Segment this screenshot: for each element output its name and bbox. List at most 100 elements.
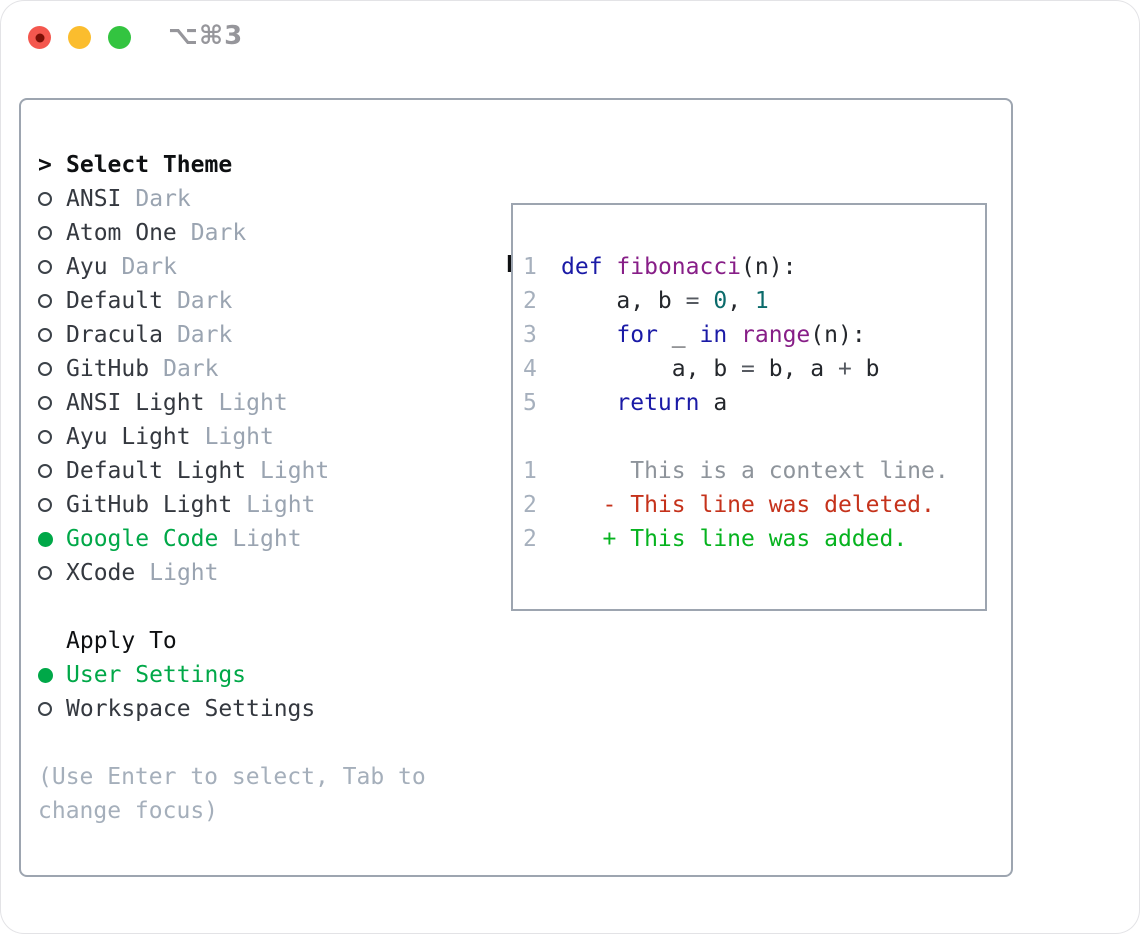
- diff-line-deleted: 2 - This line was deleted.: [523, 488, 985, 522]
- radio-icon: [38, 566, 66, 580]
- radio-unselected-icon: [38, 260, 52, 274]
- theme-item-label: Default Light: [66, 458, 247, 484]
- diff-line-added: 2 + This line was added.: [523, 522, 985, 556]
- spacer-row: [38, 726, 426, 760]
- close-modified-dot-icon: [35, 33, 44, 42]
- apply-option-label: Workspace Settings: [66, 696, 316, 722]
- close-button-icon[interactable]: [28, 26, 51, 49]
- code-line: 5 return a: [523, 386, 985, 420]
- theme-item-atom-one[interactable]: Atom One Dark: [38, 216, 426, 250]
- preview-box: 1 def fibonacci(n): 2 a, b = 0, 1 3 for _ i…: [511, 203, 987, 611]
- code-text: def fibonacci(n):: [561, 254, 797, 280]
- theme-item-variant: Light: [232, 526, 302, 552]
- line-number: 2: [523, 526, 537, 552]
- zoom-button-icon[interactable]: [108, 26, 131, 49]
- theme-item-variant: Dark: [176, 288, 233, 314]
- code-line: 3 for _ in range(n):: [523, 318, 985, 352]
- theme-item-variant: Light: [204, 424, 274, 450]
- radio-unselected-icon: [38, 566, 52, 580]
- theme-item-variant: Light: [218, 390, 288, 416]
- radio-icon: [38, 192, 66, 206]
- help-text-line-2: change focus): [38, 798, 219, 824]
- theme-item-ayu-light[interactable]: Ayu Light Light: [38, 420, 426, 454]
- apply-option-workspace-settings[interactable]: Workspace Settings: [38, 692, 426, 726]
- radio-unselected-icon: [38, 226, 52, 240]
- apply-option-user-settings[interactable]: User Settings: [38, 658, 426, 692]
- theme-item-variant: Light: [260, 458, 330, 484]
- help-text-line-1: (Use Enter to select, Tab to: [38, 764, 426, 790]
- theme-item-github-light[interactable]: GitHub Light Light: [38, 488, 426, 522]
- theme-item-default-light[interactable]: Default Light Light: [38, 454, 426, 488]
- code-text: return a: [616, 390, 728, 416]
- radio-icon: [38, 430, 66, 444]
- theme-item-label: ANSI Light: [66, 390, 205, 416]
- select-theme-header: > Select Theme: [38, 148, 426, 182]
- radio-icon: [38, 328, 66, 342]
- diff-line-context: 1 This is a context line.: [523, 454, 985, 488]
- radio-icon: [38, 531, 66, 547]
- line-number: 1: [523, 254, 537, 280]
- window-shortcut-title: ⌥⌘3: [168, 21, 244, 51]
- theme-item-variant: Light: [149, 560, 219, 586]
- theme-item-ansi-light[interactable]: ANSI Light Light: [38, 386, 426, 420]
- diff-text: + This line was added.: [561, 526, 908, 552]
- line-number: 3: [523, 322, 537, 348]
- radio-unselected-icon: [38, 328, 52, 342]
- theme-item-label: Default: [66, 288, 163, 314]
- radio-icon: [38, 667, 66, 683]
- theme-item-variant: Dark: [121, 254, 177, 280]
- radio-selected-icon: [38, 667, 53, 683]
- theme-item-label: GitHub Light: [66, 492, 233, 518]
- code-text: for _ in range(n):: [616, 322, 866, 348]
- line-number: 1: [523, 458, 537, 484]
- radio-icon: [38, 464, 66, 478]
- radio-unselected-icon: [38, 362, 52, 376]
- theme-item-label: Dracula: [66, 322, 163, 348]
- theme-item-label: Ayu Light: [66, 424, 191, 450]
- theme-item-label: Ayu: [66, 254, 108, 280]
- code-text: a, b = 0, 1: [561, 288, 769, 314]
- radio-icon: [38, 396, 66, 410]
- radio-unselected-icon: [38, 702, 52, 716]
- theme-item-label: Atom One: [66, 220, 177, 246]
- theme-item-dracula[interactable]: Dracula Dark: [38, 318, 426, 352]
- theme-item-ayu[interactable]: Ayu Dark: [38, 250, 426, 284]
- diff-text: This is a context line.: [561, 458, 949, 484]
- radio-unselected-icon: [38, 430, 52, 444]
- theme-item-label: XCode: [66, 560, 136, 586]
- select-theme-title: Select Theme: [66, 152, 233, 178]
- theme-item-variant: Dark: [190, 220, 247, 246]
- line-number: 5: [523, 390, 537, 416]
- theme-item-variant: Dark: [176, 322, 233, 348]
- theme-item-variant: Light: [246, 492, 316, 518]
- diff-text: - This line was deleted.: [561, 492, 935, 518]
- radio-icon: [38, 498, 66, 512]
- radio-icon: [38, 226, 66, 240]
- theme-item-xcode[interactable]: XCode Light: [38, 556, 426, 590]
- blank-line: [523, 420, 985, 454]
- minimize-button-icon[interactable]: [68, 26, 91, 49]
- theme-item-default[interactable]: Default Dark: [38, 284, 426, 318]
- line-number: 2: [523, 288, 537, 314]
- theme-item-variant: Dark: [163, 356, 219, 382]
- radio-unselected-icon: [38, 192, 52, 206]
- traffic-lights: [28, 26, 131, 49]
- radio-icon: [38, 702, 66, 716]
- apply-option-label: User Settings: [66, 662, 247, 688]
- radio-unselected-icon: [38, 498, 52, 512]
- radio-icon: [38, 362, 66, 376]
- radio-unselected-icon: [38, 396, 52, 410]
- line-number: 2: [523, 492, 537, 518]
- radio-selected-icon: [38, 531, 53, 547]
- focus-cursor-icon: >: [38, 152, 52, 178]
- code-line: 1 def fibonacci(n):: [523, 250, 985, 284]
- theme-item-variant: Dark: [135, 186, 191, 212]
- apply-to-title: Apply To: [66, 628, 177, 654]
